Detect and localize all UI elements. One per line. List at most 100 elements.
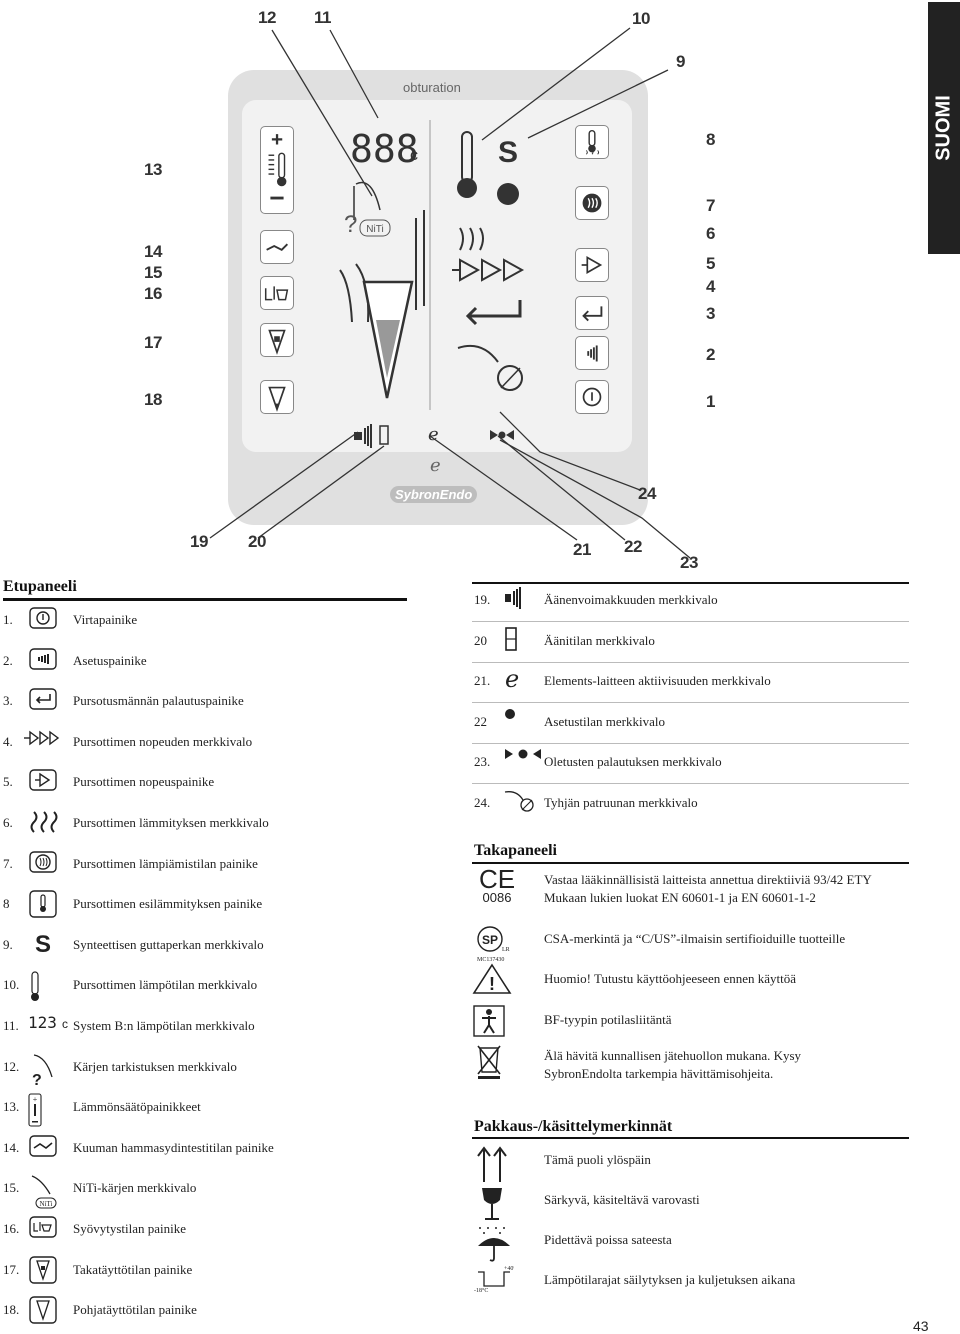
item-text: Vastaa lääkinnällisistä laitteista annet… <box>544 872 872 887</box>
item-text: Pursottimen lämpötilan merkkivalo <box>73 977 258 993</box>
item-text: Äänenvoimakkuuden merkkivalo <box>544 592 718 607</box>
item-text: Synteettisen guttaperkan merkkivalo <box>73 936 264 952</box>
weee-bin-icon <box>472 1040 506 1080</box>
item-number: 6. <box>3 815 13 830</box>
elements-e-icon: e <box>503 666 531 692</box>
pulp-test-button[interactable] <box>260 230 294 264</box>
item-number: 7. <box>3 855 13 871</box>
synthetic-indicator: S <box>498 136 518 169</box>
warning-icon: ! <box>472 963 512 995</box>
item-text: Lämpötilarajat säilytyksen ja kuljetukse… <box>544 1272 796 1287</box>
display-graphics: 888 c ? NiTi S e <box>339 120 525 448</box>
device-display <box>242 100 632 452</box>
fragile-icon <box>474 1184 510 1224</box>
item-number: 24. <box>474 795 491 810</box>
etch-mode-button[interactable] <box>260 276 294 310</box>
item-text: CSA-merkintä ja “C/US”-ilmaisin sertifio… <box>544 931 846 946</box>
svg-text:SP: SP <box>482 933 498 947</box>
svg-text:+40°C: +40°C <box>504 1265 514 1272</box>
heat-waves <box>459 227 484 251</box>
item-number: 4. <box>3 733 13 749</box>
svg-text:?: ? <box>344 211 357 238</box>
callout-20: 20 <box>248 532 266 551</box>
callout-23: 23 <box>680 553 698 572</box>
svg-text:?: ? <box>32 1072 42 1087</box>
callout-lines <box>209 27 691 559</box>
preheat-thermometer-icon <box>28 890 58 918</box>
return-arrow-icon <box>28 687 58 711</box>
callout-10: 10 <box>632 9 650 28</box>
item-number: 20 <box>474 632 487 648</box>
synthetic-s-icon: S <box>28 931 58 955</box>
row-separator <box>472 661 909 663</box>
item-text: Tyhjän patruunan merkkivalo <box>544 795 698 810</box>
item-text: Särkyvä, käsiteltävä varovasti <box>544 1192 700 1207</box>
packaging-title: Pakkaus-/käsittelymerkinnät <box>474 1118 673 1135</box>
preheat-button[interactable] <box>575 125 609 159</box>
language-tab: SUOMI <box>928 2 960 254</box>
item-number: 17. <box>3 1261 20 1277</box>
item-number: 1. <box>3 612 13 627</box>
temperature-limits-icon: +40°C-18°C <box>474 1264 514 1294</box>
speed-button[interactable] <box>575 248 609 282</box>
item-text: Oletusten palautuksen merkkivalo <box>544 754 722 770</box>
svg-text:!: ! <box>489 974 495 994</box>
tip-check-icon: ? <box>28 1053 58 1087</box>
settings-button[interactable] <box>575 336 609 370</box>
svg-text:c: c <box>62 1017 68 1031</box>
dot-icon <box>503 707 517 721</box>
temp-adjust-buttons[interactable]: + <box>260 126 294 214</box>
thermometer-icon <box>28 971 42 1003</box>
callout-22: 22 <box>624 537 642 556</box>
backfill-button[interactable] <box>260 323 294 357</box>
keep-dry-icon <box>474 1224 514 1264</box>
item-text: Pohjatäyttötilan painike <box>73 1302 197 1318</box>
title-rule <box>472 582 909 584</box>
item-text: NiTi-kärjen merkkivalo <box>73 1180 197 1196</box>
heat-mode-button[interactable] <box>575 186 609 220</box>
svg-text:c: c <box>410 147 418 164</box>
this-side-up-icon <box>474 1144 510 1184</box>
item-text: Huomio! Tutustu käyttöohjeeseen ennen kä… <box>544 971 797 986</box>
item-text: Pursottimen lämmityksen merkkivalo <box>73 815 269 830</box>
row-separator <box>472 621 909 622</box>
item-text: Pursottimen nopeuspainike <box>73 774 215 790</box>
row-separator <box>472 742 909 744</box>
callout-16: 16 <box>144 284 162 303</box>
item-text-line2: SybronEndolta tarkempia hävittämisohjeit… <box>544 1066 774 1081</box>
etch-mode-icon <box>28 1215 58 1239</box>
svg-text:e: e <box>505 666 519 692</box>
elements-logo: e <box>430 455 441 476</box>
plunger-return-button[interactable] <box>575 296 609 330</box>
callout-9: 9 <box>676 52 685 71</box>
title-rule <box>472 1137 909 1139</box>
back-panel-title: Takapaneeli <box>474 842 557 859</box>
svg-text:S: S <box>35 931 51 955</box>
callout-6: 6 <box>706 224 715 243</box>
power-button[interactable] <box>575 380 609 414</box>
callout-24: 24 <box>638 484 656 503</box>
item-text: System B:n lämpötilan merkkivalo <box>73 1018 255 1033</box>
reset-defaults-icon <box>503 747 543 761</box>
systemb-digits: 888 <box>350 127 419 171</box>
callout-17: 17 <box>144 333 162 352</box>
title-rule <box>3 598 407 601</box>
settings-bars-icon <box>28 647 58 671</box>
item-text: Tämä puoli ylöspäin <box>544 1152 651 1167</box>
item-number: 19. <box>474 592 491 607</box>
downpack-button[interactable] <box>260 380 294 414</box>
callout-13: 13 <box>144 160 162 179</box>
item-text: Pursotusmännän palautuspainike <box>73 693 244 709</box>
callout-11: 11 <box>314 8 331 27</box>
item-text: BF-tyypin potilasliitäntä <box>544 1012 672 1027</box>
temp-adjust-icon: + <box>28 1093 42 1127</box>
item-text: Virtapainike <box>73 612 138 627</box>
item-text: Kärjen tarkistuksen merkkivalo <box>73 1058 237 1074</box>
item-number: 11. <box>3 1018 19 1033</box>
heat-indicator <box>497 183 519 205</box>
item-number: 5. <box>3 774 13 790</box>
svg-text:MC137430: MC137430 <box>477 957 504 963</box>
svg-text:123: 123 <box>28 1013 57 1032</box>
svg-text:NiTi: NiTi <box>40 1200 53 1208</box>
item-number: 18. <box>3 1302 20 1318</box>
